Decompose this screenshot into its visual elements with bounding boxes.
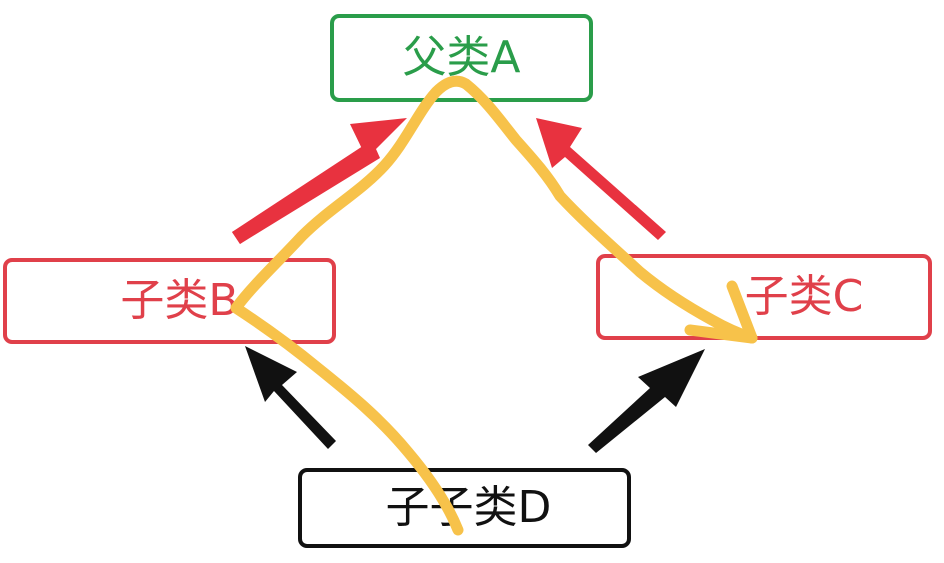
- child-class-c-label: 子类C: [744, 271, 864, 322]
- highlight-path: [230, 75, 758, 536]
- child-class-b-box: 子类B: [3, 258, 336, 344]
- grandchild-class-d-box: 子子类D: [298, 468, 631, 548]
- parent-class-a-label: 父类A: [402, 32, 521, 83]
- arrow-c-to-a: [536, 118, 666, 240]
- arrow-b-to-a: [232, 118, 407, 244]
- arrow-d-to-b: [245, 346, 336, 449]
- highlight-arrowhead: [684, 280, 758, 344]
- child-class-b-label: 子类B: [120, 275, 239, 326]
- child-class-c-box: 子类C: [596, 254, 932, 340]
- grandchild-class-d-label: 子子类D: [385, 482, 552, 533]
- arrow-d-to-c: [588, 349, 705, 453]
